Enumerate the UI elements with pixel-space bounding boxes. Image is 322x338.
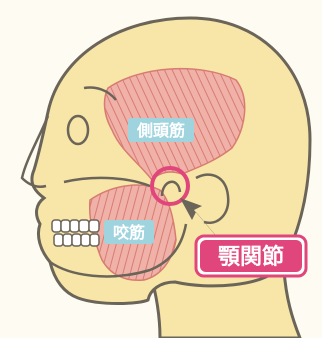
lower-teeth xyxy=(54,234,99,246)
temporalis-label: 側頭筋 xyxy=(128,118,194,142)
masseter-label: 咬筋 xyxy=(104,220,154,244)
upper-teeth xyxy=(52,220,99,232)
tmj-label-text: 顎関節 xyxy=(218,244,284,270)
eye-socket xyxy=(68,116,88,144)
tmj-label: 顎関節 xyxy=(196,236,306,276)
masseter-label-text: 咬筋 xyxy=(113,223,145,242)
temporalis-label-text: 側頭筋 xyxy=(136,121,185,140)
